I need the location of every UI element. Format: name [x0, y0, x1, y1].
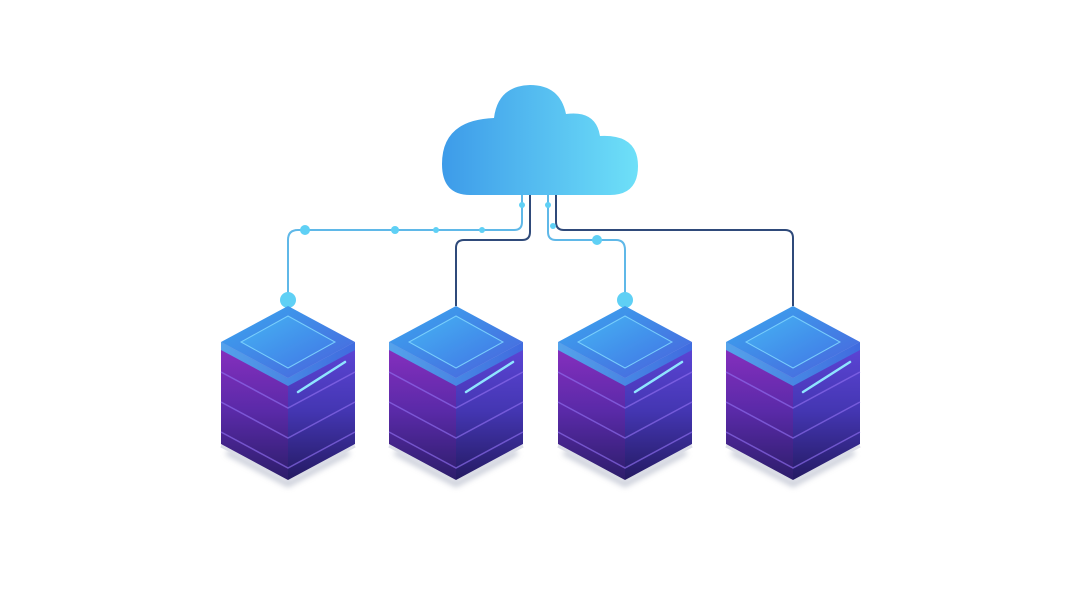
connection-lines [287, 195, 794, 306]
server-layer-line [557, 371, 693, 409]
server-shadow [730, 449, 856, 488]
server-1-server-stack-icon [220, 306, 356, 488]
server-layer-line [388, 431, 524, 469]
connection-line-server-2 [455, 195, 531, 306]
server-layer-line [557, 401, 693, 439]
server-top-rim [558, 342, 692, 386]
node-dot [433, 227, 439, 233]
node-dot [592, 235, 602, 245]
server-indicator-bar [464, 360, 515, 394]
cloud-icon [442, 85, 638, 195]
connection-line-server-4 [555, 195, 794, 306]
node-dot [300, 225, 310, 235]
server-layer-line [725, 431, 861, 469]
server-layer-line [557, 431, 693, 469]
server-layer-line [220, 371, 356, 409]
node-dot [519, 202, 525, 208]
node-dot [391, 226, 399, 234]
server-top-rim [221, 342, 355, 386]
connection-line-server-1 [287, 195, 523, 300]
server-top-panel [744, 315, 842, 369]
node-dot [545, 202, 551, 208]
server-group [220, 306, 861, 488]
node-dot-server-1 [280, 292, 296, 308]
server-indicator-bar [633, 360, 684, 394]
node-dot [550, 223, 556, 229]
server-layer-line [388, 371, 524, 409]
connection-line-server-3 [547, 195, 626, 300]
server-4-server-stack-icon [725, 306, 861, 488]
connection-nodes [280, 202, 633, 308]
server-indicator-bar [801, 360, 852, 394]
server-top-panel [407, 315, 505, 369]
server-layer-line [388, 401, 524, 439]
server-3-server-stack-icon [557, 306, 693, 488]
server-layer-line [220, 431, 356, 469]
server-layer-line [220, 401, 356, 439]
server-indicator-bar [296, 360, 347, 394]
server-2-server-stack-icon [388, 306, 524, 488]
server-layer-line [725, 371, 861, 409]
node-dot-server-3 [617, 292, 633, 308]
server-shadow [562, 449, 688, 488]
server-top-panel [239, 315, 337, 369]
server-top-rim [726, 342, 860, 386]
server-top-rim [389, 342, 523, 386]
server-top-panel [576, 315, 674, 369]
server-shadow [393, 449, 519, 488]
node-dot [479, 227, 485, 233]
server-layer-line [725, 401, 861, 439]
server-shadow [225, 449, 351, 488]
